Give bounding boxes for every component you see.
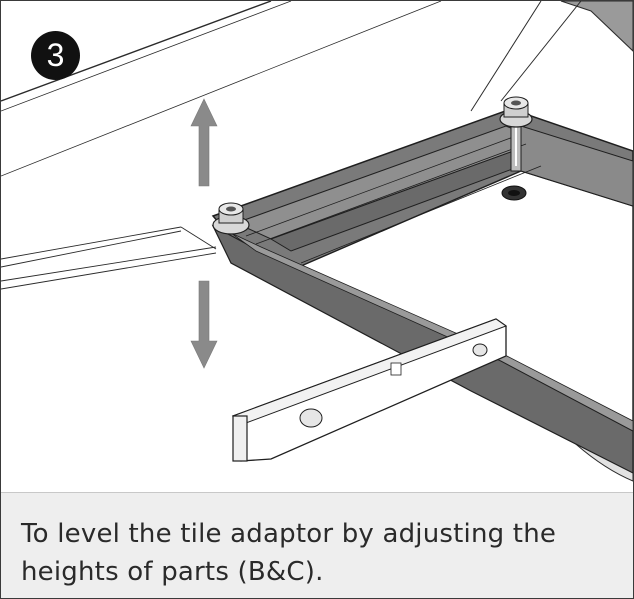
up-arrow-icon [190,98,218,187]
tile-adaptor-frame [211,108,633,474]
adjustment-screw-right [499,96,533,172]
caption-band: To level the tile adaptor by adjusting t… [1,492,633,598]
corner-strips [470,1,633,112]
step-number-badge: 3 [31,31,80,80]
instruction-caption: To level the tile adaptor by adjusting t… [21,519,557,587]
adjustment-screw-left [212,202,250,235]
spirit-level [231,318,508,462]
assembly-illustration [1,1,633,482]
down-arrow-icon [190,280,218,369]
surrounding-surfaces [1,1,442,290]
